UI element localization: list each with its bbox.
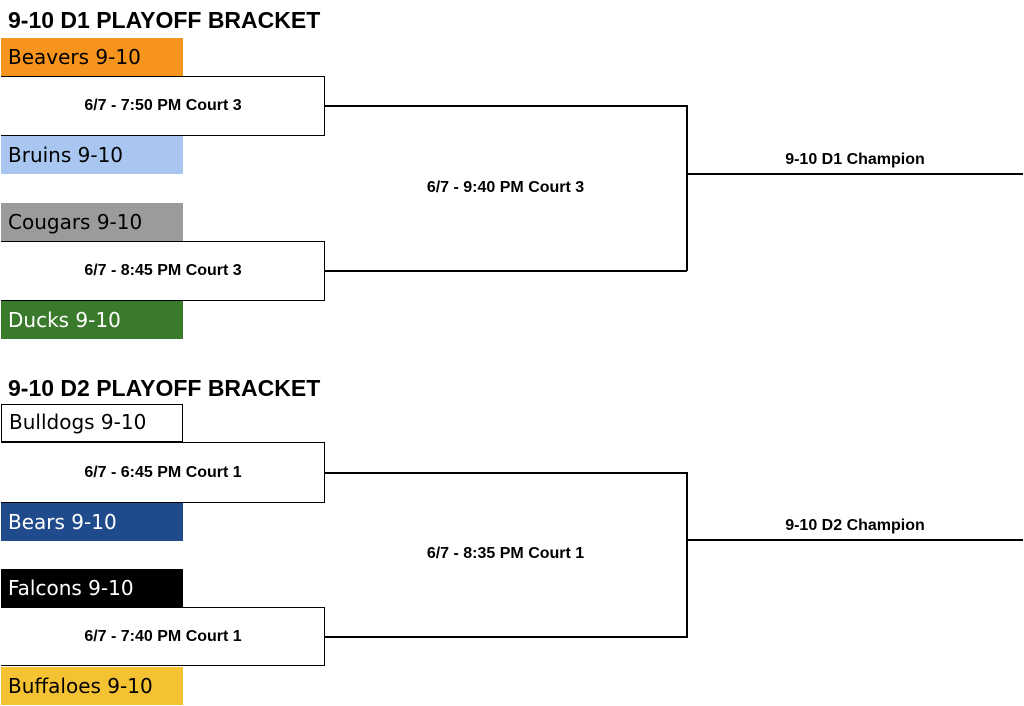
bracket-title: 9-10 D2 PLAYOFF BRACKET — [8, 375, 321, 401]
connector-line — [686, 539, 1023, 541]
final-game-label: 6/7 - 8:35 PM Court 1 — [426, 545, 585, 562]
team-slot: Falcons 9-10 — [1, 569, 183, 607]
champion-label: 9-10 D2 Champion — [785, 517, 925, 534]
final-game-label: 6/7 - 9:40 PM Court 3 — [426, 179, 585, 196]
game-time-label: 6/7 - 7:50 PM Court 3 — [84, 97, 242, 114]
connector-line — [686, 472, 688, 638]
connector-line — [686, 173, 1023, 175]
team-slot: Ducks 9-10 — [1, 301, 183, 339]
team-slot: Bruins 9-10 — [1, 136, 183, 174]
game-box — [1, 442, 325, 503]
team-slot: Cougars 9-10 — [1, 203, 183, 241]
game-box — [1, 76, 325, 136]
team-slot: Bulldogs 9-10 — [1, 404, 183, 442]
game-time-label: 6/7 - 6:45 PM Court 1 — [84, 464, 242, 481]
game-box — [1, 241, 325, 301]
game-box — [1, 607, 325, 666]
game-time-label: 6/7 - 8:45 PM Court 3 — [84, 262, 242, 279]
connector-line — [325, 270, 687, 272]
champion-label: 9-10 D1 Champion — [785, 151, 925, 168]
team-slot: Buffaloes 9-10 — [1, 667, 183, 705]
connector-line — [325, 105, 687, 107]
team-slot: Bears 9-10 — [1, 503, 183, 541]
bracket-title: 9-10 D1 PLAYOFF BRACKET — [8, 7, 321, 33]
connector-line — [686, 105, 688, 271]
team-slot: Beavers 9-10 — [1, 38, 183, 76]
game-time-label: 6/7 - 7:40 PM Court 1 — [84, 628, 242, 645]
connector-line — [325, 472, 687, 474]
connector-line — [325, 636, 687, 638]
